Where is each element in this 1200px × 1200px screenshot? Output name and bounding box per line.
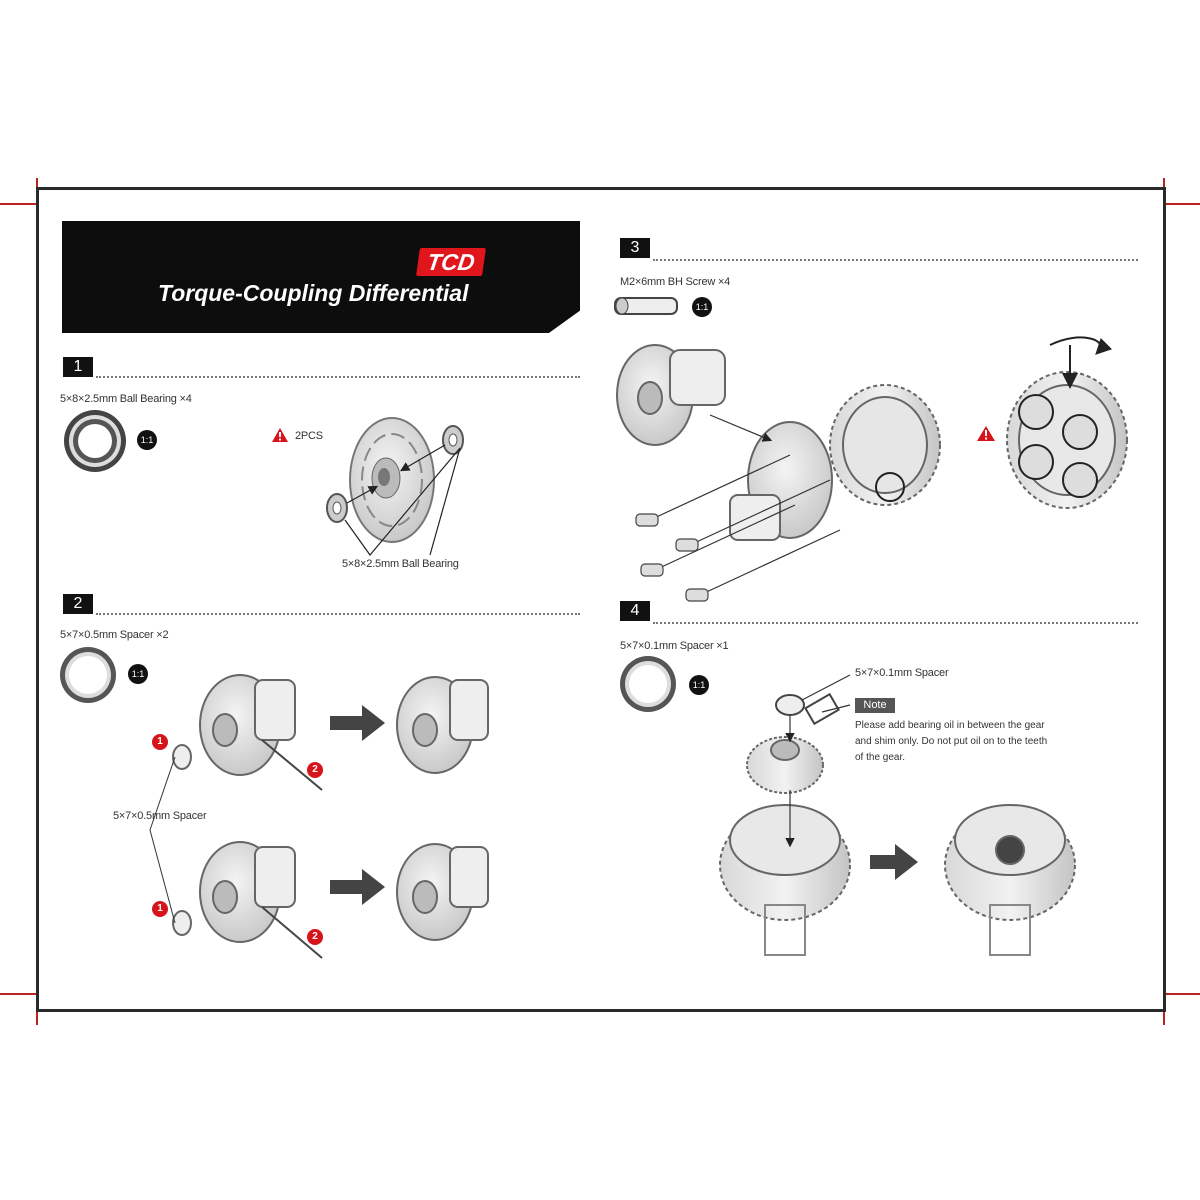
step-2-number: 2 <box>63 594 93 614</box>
step-4-scale-badge: 1:1 <box>689 675 709 695</box>
step-2-part-label: 5×7×0.5mm Spacer ×2 <box>60 629 169 641</box>
step-1-part-label: 5×8×2.5mm Ball Bearing ×4 <box>60 393 192 405</box>
step-4-part-label: 5×7×0.1mm Spacer ×1 <box>620 640 729 652</box>
step-1-scale-badge: 1:1 <box>137 430 157 450</box>
step-2-callout: 5×7×0.5mm Spacer <box>113 810 207 822</box>
step-4-divider <box>653 622 1138 624</box>
step-3-scale-badge: 1:1 <box>692 297 712 317</box>
step-4-callout: 5×7×0.1mm Spacer <box>855 667 949 679</box>
note-line: and shim only. Do not put oil on to the … <box>855 736 1048 747</box>
note-badge: Note <box>855 698 895 713</box>
step-2-sequence-badge-4: 2 <box>307 929 323 945</box>
title-banner <box>62 221 580 333</box>
step-1-callout: 5×8×2.5mm Ball Bearing <box>342 558 459 570</box>
page-title: Torque-Coupling Differential <box>158 280 469 306</box>
step-2-sequence-badge-2: 2 <box>307 762 323 778</box>
tcd-logo-badge: TCD <box>416 248 486 276</box>
step-3-number: 3 <box>620 238 650 258</box>
step-2-scale-badge: 1:1 <box>128 664 148 684</box>
step-3-divider <box>653 259 1138 261</box>
step-1-number: 1 <box>63 357 93 377</box>
step-4-number: 4 <box>620 601 650 621</box>
step-1-warning-label: 2PCS <box>295 430 323 442</box>
step-3-part-label: M2×6mm BH Screw ×4 <box>620 276 731 288</box>
step-1-divider <box>96 376 580 378</box>
step-2-sequence-badge-1: 1 <box>152 734 168 750</box>
note-line: of the gear. <box>855 752 906 763</box>
step-2-divider <box>96 613 580 615</box>
step-2-sequence-badge-3: 1 <box>152 901 168 917</box>
note-line: Please add bearing oil in between the ge… <box>855 720 1045 731</box>
note-text: Please add bearing oil in between the ge… <box>855 718 1080 766</box>
